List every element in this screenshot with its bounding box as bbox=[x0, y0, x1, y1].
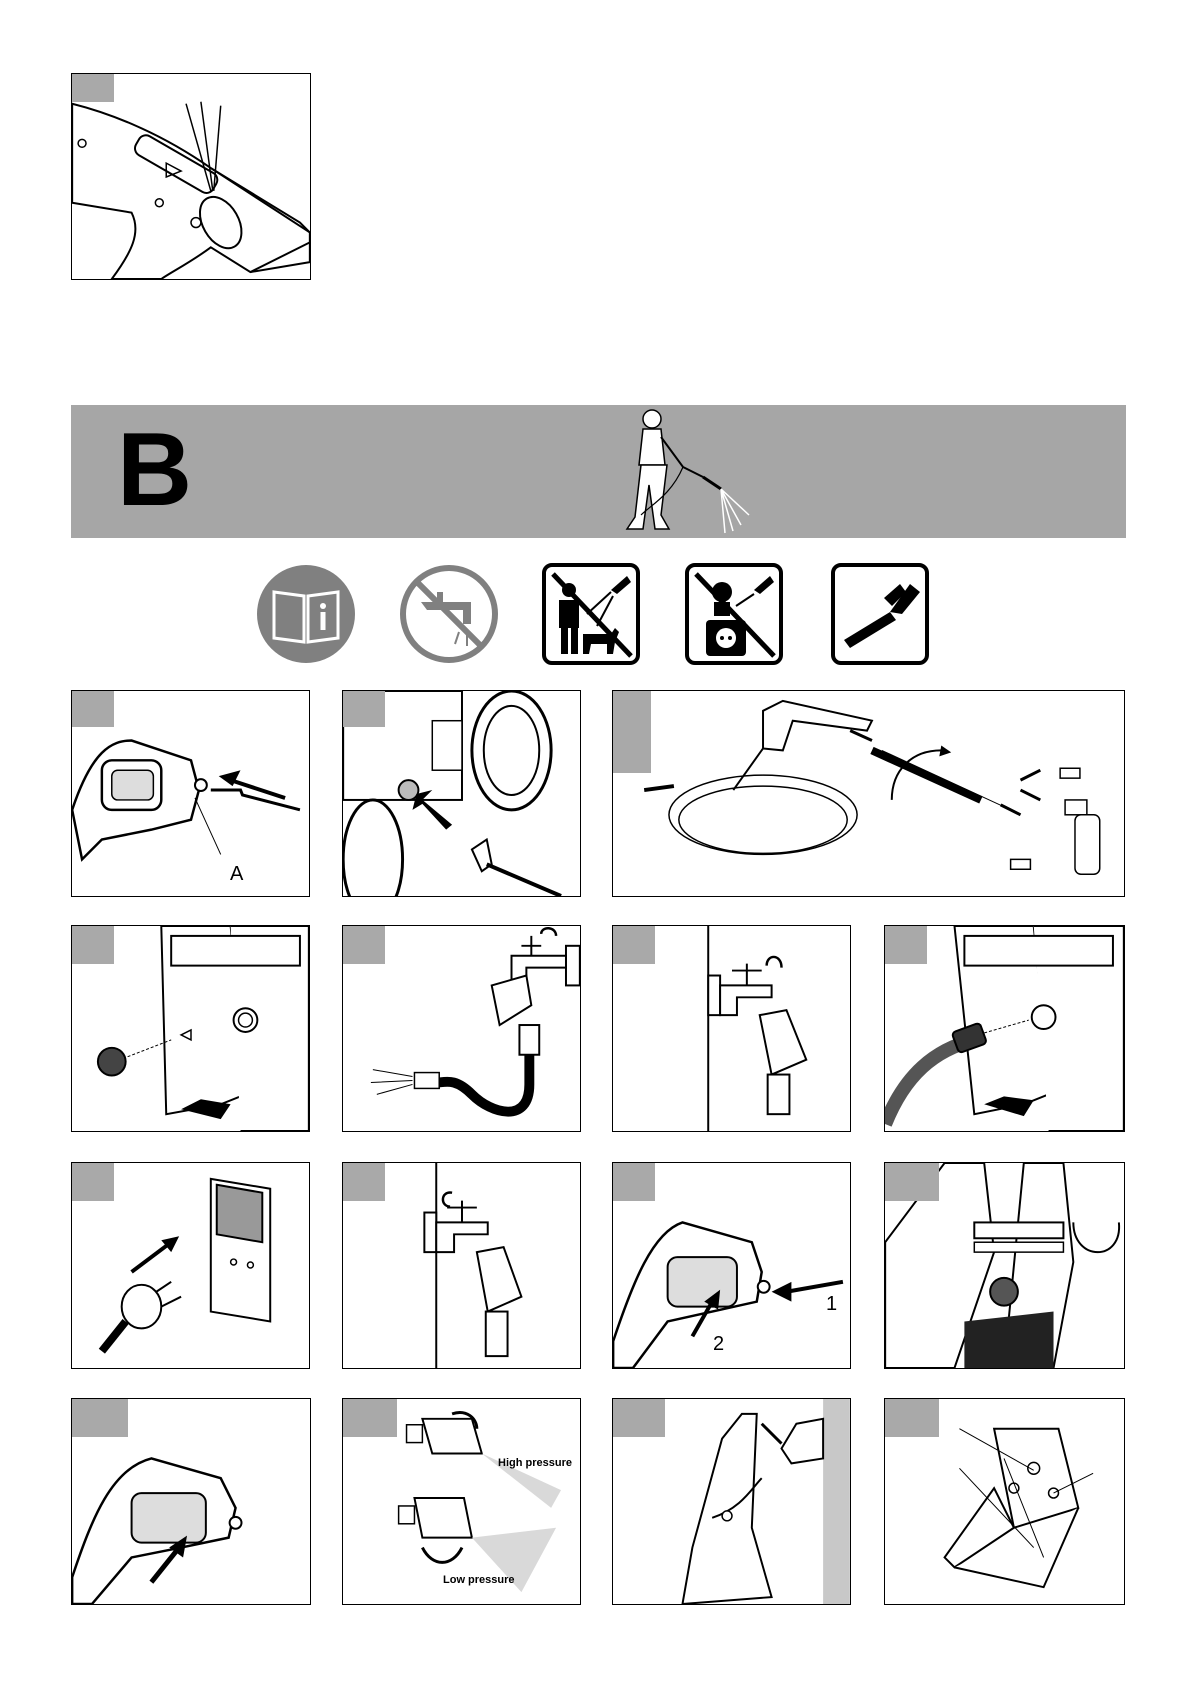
low-pressure-label: Low pressure bbox=[443, 1574, 515, 1586]
no-spraying-electrical-icon bbox=[684, 562, 784, 666]
panel-gun-hose-connect: A bbox=[71, 690, 310, 897]
panel-number-tab bbox=[343, 926, 385, 964]
panel-number-tab bbox=[72, 1399, 128, 1437]
hold-gun-firmly-icon bbox=[830, 562, 930, 666]
panel-storage-hook bbox=[612, 1398, 851, 1605]
panel-lance-assembly bbox=[612, 690, 1125, 897]
arrow-label-2: 2 bbox=[713, 1333, 724, 1356]
person-spraying-icon bbox=[521, 405, 761, 538]
panel-number-tab bbox=[613, 1163, 655, 1201]
panel-number-tab bbox=[343, 1399, 397, 1437]
panel-number-tab bbox=[72, 1163, 114, 1201]
panel-accessory-holder bbox=[884, 1398, 1125, 1605]
panel-tap-connector bbox=[612, 925, 851, 1132]
no-spraying-people-animals-icon bbox=[541, 562, 641, 666]
part-label-a: A bbox=[230, 863, 243, 886]
panel-machine-switch bbox=[884, 1162, 1125, 1369]
panel-number-tab bbox=[72, 691, 114, 727]
panel-tap-open bbox=[342, 1162, 581, 1369]
panel-mains-plug bbox=[71, 1162, 310, 1369]
panel-hose-to-machine bbox=[884, 925, 1125, 1132]
panel-gun-trigger-press bbox=[71, 1398, 311, 1605]
panel-tap-flush bbox=[342, 925, 581, 1132]
panel-machine-hose-connect bbox=[342, 690, 581, 897]
panel-number-tab bbox=[613, 1399, 665, 1437]
high-pressure-label: High pressure bbox=[498, 1457, 572, 1469]
read-manual-icon bbox=[256, 562, 356, 666]
panel-number-tab bbox=[72, 926, 114, 964]
panel-nozzle-pressure: High pressure Low pressure bbox=[342, 1398, 581, 1605]
section-letter: B bbox=[117, 415, 192, 525]
panel-number-tab bbox=[72, 74, 114, 102]
panel-number-tab bbox=[885, 926, 927, 964]
panel-number-tab bbox=[343, 691, 385, 727]
section-banner: B bbox=[71, 405, 1126, 538]
panel-number-tab bbox=[885, 1163, 939, 1201]
panel-number-tab bbox=[613, 691, 651, 773]
panel-number-tab bbox=[885, 1399, 939, 1437]
no-drinking-water-connection-icon bbox=[399, 562, 499, 666]
gun-lock-illustration bbox=[72, 74, 310, 279]
lance-assembly-illustration bbox=[613, 691, 1124, 896]
panel-inlet-filter bbox=[71, 925, 310, 1132]
panel-number-tab bbox=[343, 1163, 385, 1201]
panel-number-tab bbox=[613, 926, 655, 964]
panel-gun-lock bbox=[71, 73, 311, 280]
panel-gun-release-trigger: 1 2 bbox=[612, 1162, 851, 1369]
arrow-label-1: 1 bbox=[826, 1293, 837, 1316]
